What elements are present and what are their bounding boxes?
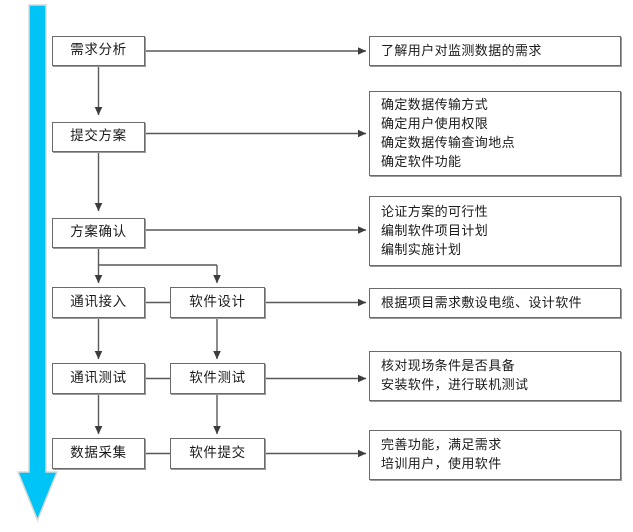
stage-label: 通讯接入 bbox=[70, 293, 127, 310]
stage-node-data-collection[interactable]: 数据采集 bbox=[52, 438, 145, 469]
detail-box-delivery: 完善功能，满足需求 培训用户，使用软件 bbox=[369, 430, 621, 480]
stage-label: 需求分析 bbox=[70, 42, 127, 59]
stage-label: 通讯测试 bbox=[70, 369, 127, 386]
detail-line: 论证方案的可行性 bbox=[381, 204, 489, 220]
detail-line: 了解用户对监测数据的需求 bbox=[381, 43, 542, 59]
detail-line: 确定数据传输查询地点 bbox=[381, 135, 516, 151]
detail-box-test: 核对现场条件是否具备 安装软件，进行联机测试 bbox=[369, 351, 621, 401]
detail-line: 确定用户使用权限 bbox=[381, 116, 489, 132]
detail-box-design: 根据项目需求敷设电缆、设计软件 bbox=[369, 288, 621, 318]
stage-node-requirement[interactable]: 需求分析 bbox=[52, 36, 145, 66]
stage-label: 提交方案 bbox=[70, 128, 127, 145]
progress-arrow-icon bbox=[16, 4, 59, 522]
detail-line: 根据项目需求敷设电缆、设计软件 bbox=[381, 295, 583, 311]
detail-line: 确定软件功能 bbox=[381, 154, 462, 170]
stage-label: 方案确认 bbox=[70, 224, 127, 241]
detail-box-confirmation: 论证方案的可行性 编制软件项目计划 编制实施计划 bbox=[369, 196, 621, 266]
stage-node-proposal[interactable]: 提交方案 bbox=[52, 122, 145, 152]
stage-label: 数据采集 bbox=[70, 444, 127, 461]
detail-line: 编制软件项目计划 bbox=[381, 223, 489, 239]
software-label: 软件设计 bbox=[189, 293, 246, 310]
stage-node-comm-test[interactable]: 通讯测试 bbox=[52, 363, 145, 394]
software-label: 软件测试 bbox=[189, 369, 246, 386]
detail-line: 确定数据传输方式 bbox=[381, 97, 489, 113]
stage-node-confirmation[interactable]: 方案确认 bbox=[52, 218, 145, 248]
detail-line: 安装软件，进行联机测试 bbox=[381, 378, 529, 393]
detail-line: 核对现场条件是否具备 bbox=[381, 359, 516, 374]
detail-box-requirement: 了解用户对监测数据的需求 bbox=[369, 36, 621, 66]
detail-line: 完善功能，满足需求 bbox=[381, 438, 502, 453]
software-label: 软件提交 bbox=[189, 444, 246, 461]
software-node-design[interactable]: 软件设计 bbox=[170, 287, 265, 318]
detail-box-proposal: 确定数据传输方式 确定用户使用权限 确定数据传输查询地点 确定软件功能 bbox=[369, 91, 621, 176]
detail-line: 培训用户，使用软件 bbox=[381, 457, 502, 472]
detail-line: 编制实施计划 bbox=[381, 242, 462, 258]
software-node-delivery[interactable]: 软件提交 bbox=[170, 438, 265, 469]
software-node-test[interactable]: 软件测试 bbox=[170, 363, 265, 394]
stage-node-comm-access[interactable]: 通讯接入 bbox=[52, 287, 145, 318]
